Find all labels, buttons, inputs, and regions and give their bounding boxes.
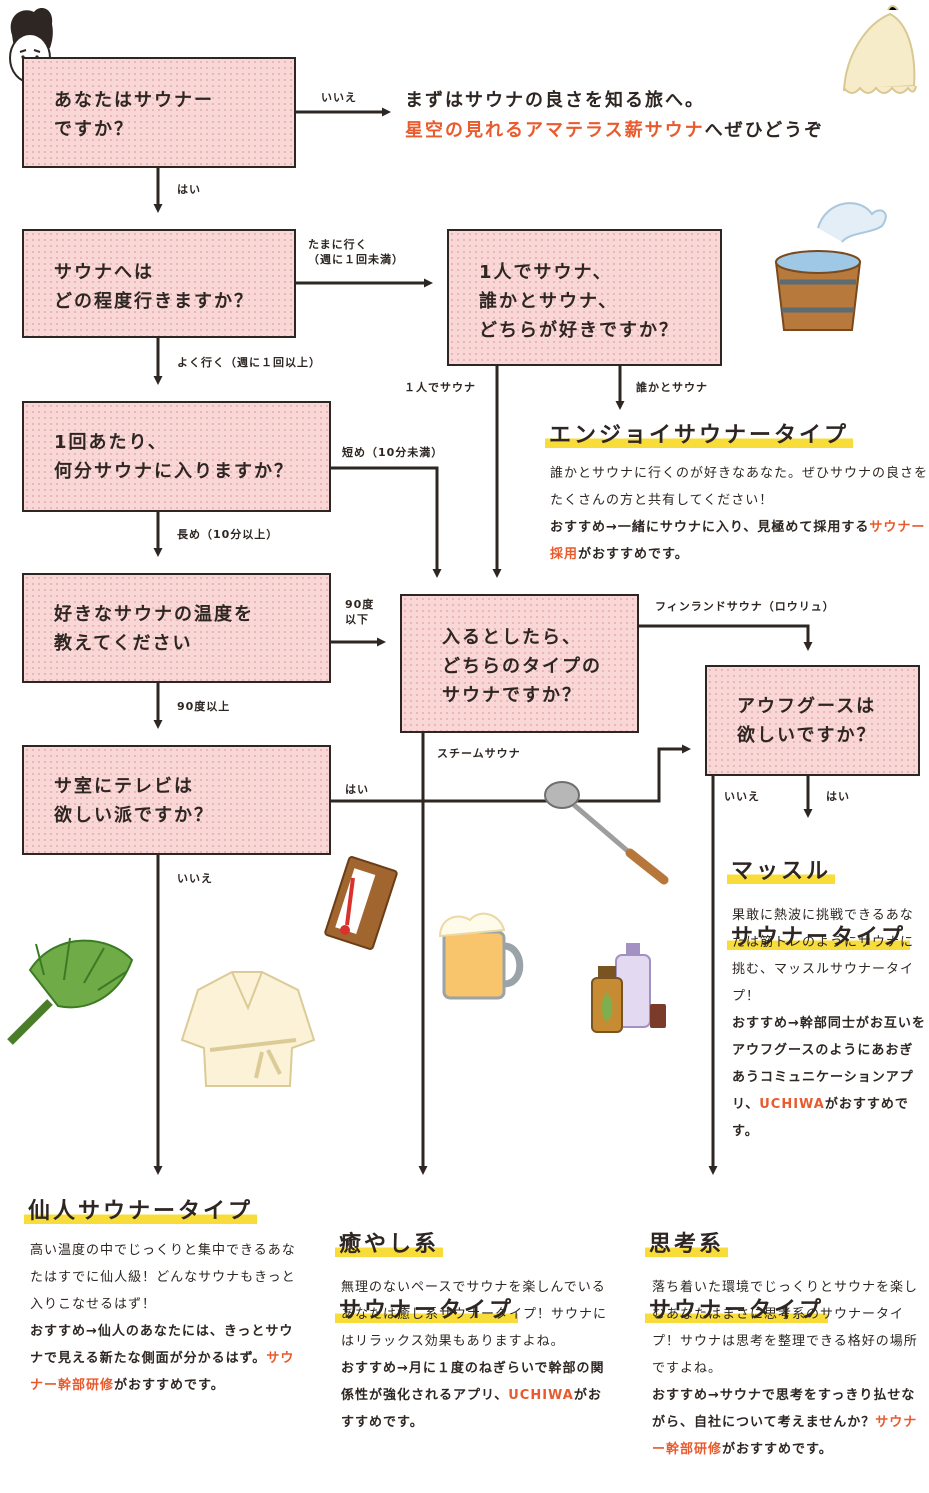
result-shikou-text: 落ち着いた環境でじっくりとサウナを楽しむあなたはまさに思考系のサウナータイプ！サ… bbox=[652, 1274, 924, 1463]
ladle-icon bbox=[544, 781, 669, 885]
label-q7-finnish: フィンランドサウナ（ロウリュ） bbox=[655, 600, 835, 613]
thermometer-icon bbox=[324, 856, 398, 950]
question-saunner: あなたはサウナー ですか？ bbox=[22, 57, 296, 168]
result-sennin-description: 高い温度の中でじっくりと集中できるあなたはすでに仙人級！どんなサウナもきっと入り… bbox=[30, 1243, 296, 1312]
result-enjoy-title: エンジョイサウナータイプ bbox=[545, 419, 854, 452]
beer-mug-icon bbox=[438, 912, 524, 1000]
result-muscle-text: 果敢に熱波に挑戦できるあなたは筋トレのようにサウナに挑む、マッスルサウナータイプ… bbox=[732, 902, 927, 1145]
arrow-q3-short bbox=[331, 466, 442, 578]
result-enjoy-description: 誰かとサウナに行くのが好きなあなた。ぜひサウナの良さをたくさんの方と共有してくだ… bbox=[550, 466, 929, 508]
result-iyashi-description: 無理のないペースでサウナを楽しんでいるあなたは癒し系サウナータイプ！サウナにはリ… bbox=[341, 1280, 608, 1349]
label-q2-often: よく行く（週に１回以上） bbox=[177, 356, 321, 369]
intro-message: まずはサウナの良さを知る旅へ。 星空の見れるアマテラス薪サウナへぜひどうぞ bbox=[405, 86, 824, 146]
question-frequency: サウナへは どの程度行きますか？ bbox=[22, 229, 296, 338]
label-q6-alone: １人でサウナ bbox=[404, 381, 476, 394]
arrow-q5-yes bbox=[331, 744, 691, 803]
question-sauna-type: 入るとしたら、 どちらのタイプの サウナですか？ bbox=[400, 594, 639, 733]
label-q1-yes: はい bbox=[177, 183, 201, 196]
label-q8-yes: はい bbox=[826, 790, 850, 803]
question-temperature: 好きなサウナの温度を 教えてください bbox=[22, 573, 331, 683]
result-shikou-title: 思考系 サウナータイプ bbox=[645, 1195, 829, 1360]
label-q5-yes: はい bbox=[345, 783, 369, 796]
birch-whisk-icon bbox=[7, 937, 134, 1045]
question-aufguss: アウフグースは 欲しいですか？ bbox=[705, 665, 920, 776]
result-sennin-recommendation: おすすめ→仙人のあなたには、きっとサウナで見える新たな側面が分かるはず。サウナー… bbox=[30, 1324, 295, 1393]
label-q8-no: いいえ bbox=[724, 790, 760, 803]
result-enjoy-recommendation: おすすめ→一緒にサウナに入り、見極めて採用するサウナー採用がおすすめです。 bbox=[550, 520, 926, 562]
question-duration: 1回あたり、 何分サウナに入りますか？ bbox=[22, 401, 331, 512]
label-q7-steam: スチームサウナ bbox=[437, 747, 521, 760]
intro-sauna-name: 星空の見れるアマテラス薪サウナ bbox=[405, 120, 705, 141]
water-bucket-icon bbox=[774, 202, 887, 331]
result-muscle-description: 果敢に熱波に挑戦できるあなたは筋トレのようにサウナに挑む、マッスルサウナータイプ… bbox=[732, 908, 915, 1004]
question-alone-or-together: 1人でサウナ、 誰かとサウナ、 どちらが好きですか？ bbox=[447, 229, 722, 366]
result-sennin-title: 仙人サウナータイプ bbox=[24, 1195, 258, 1228]
result-shikou-description: 落ち着いた環境でじっくりとサウナを楽しむあなたはまさに思考系のサウナータイプ！サ… bbox=[652, 1280, 919, 1376]
label-q2-sometimes: たまに行く （週に１回未満） bbox=[308, 238, 404, 266]
result-iyashi-title: 癒やし系 サウナータイプ bbox=[335, 1195, 519, 1360]
label-q4-above: 90度以上 bbox=[177, 700, 231, 713]
arrow-q7-finnish bbox=[639, 624, 813, 651]
label-q6-together: 誰かとサウナ bbox=[636, 381, 708, 394]
bottles-icon bbox=[591, 943, 666, 1033]
label-q1-no: いいえ bbox=[321, 91, 357, 104]
result-iyashi-text: 無理のないペースでサウナを楽しんでいるあなたは癒し系サウナータイプ！サウナにはリ… bbox=[341, 1274, 615, 1436]
intro-line1: まずはサウナの良さを知る旅へ。 bbox=[405, 90, 705, 111]
label-q4-below: 90度 以下 bbox=[345, 598, 375, 626]
result-shikou-recommendation: おすすめ→サウナで思考をすっきり払せながら、自社について考えませんか？サウナー幹… bbox=[652, 1388, 918, 1457]
intro-line2: 星空の見れるアマテラス薪サウナへぜひどうぞ bbox=[405, 116, 824, 146]
sauna-hat-icon bbox=[842, 5, 917, 94]
label-q5-no: いいえ bbox=[177, 872, 213, 885]
label-q3-short: 短め（10分未満） bbox=[342, 446, 444, 459]
label-q3-long: 長め（10分以上） bbox=[177, 528, 279, 541]
result-muscle-recommendation: おすすめ→幹部同士がお互いをアウフグースのようにあおぎあうコミュニケーションアプ… bbox=[732, 1016, 926, 1139]
bathrobe-icon bbox=[180, 971, 316, 1087]
result-muscle-title: マッスル サウナータイプ bbox=[727, 822, 911, 987]
result-iyashi-recommendation: おすすめ→月に１度のねぎらいで幹部の関係性が強化されるアプリ、UCHIWAがおす… bbox=[341, 1361, 605, 1430]
result-enjoy-text: 誰かとサウナに行くのが好きなあなた。ぜひサウナの良さをたくさんの方と共有してくだ… bbox=[550, 460, 928, 568]
result-sennin-text: 高い温度の中でじっくりと集中できるあなたはすでに仙人級！どんなサウナもきっと入り… bbox=[30, 1237, 302, 1399]
intro-line2-rest: へぜひどうぞ bbox=[704, 120, 825, 141]
question-tv: サ室にテレビは 欲しい派ですか？ bbox=[22, 745, 331, 855]
